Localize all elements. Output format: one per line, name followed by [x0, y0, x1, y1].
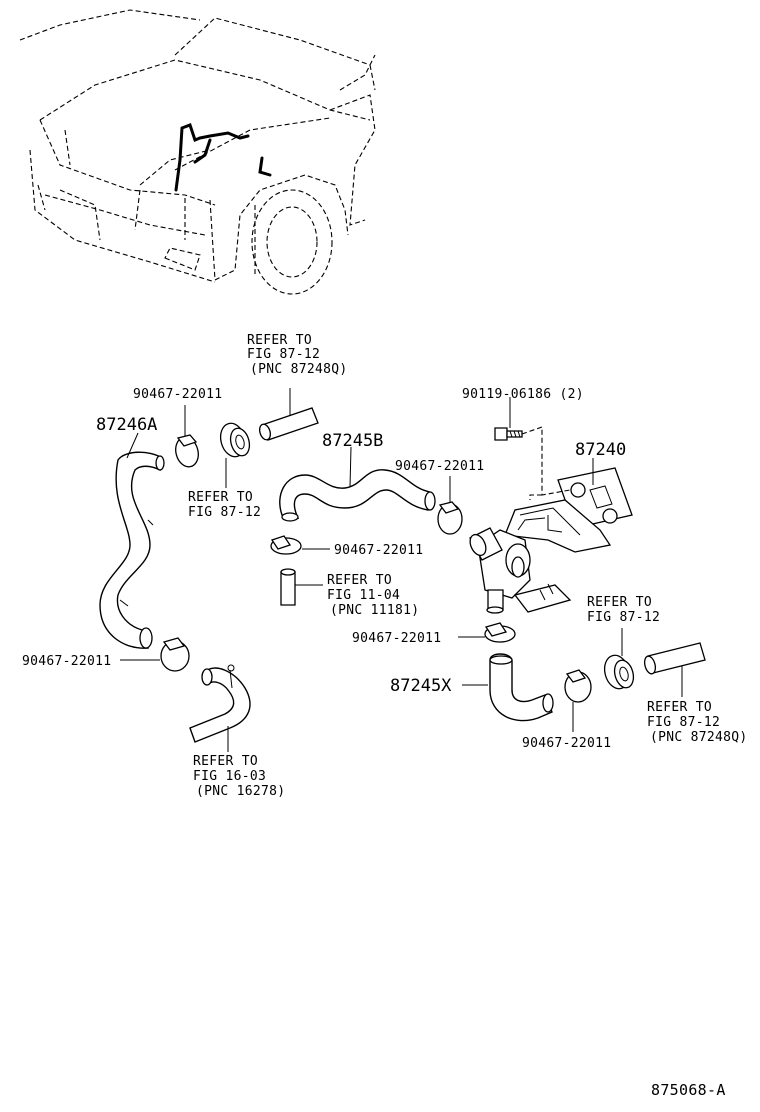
hose-87245x [489, 653, 554, 722]
ref-line-3: (PNC 16278) [196, 784, 285, 799]
ref-line-1: REFER TO [647, 700, 712, 715]
ref-line-3: (PNC 87248Q) [250, 362, 348, 377]
clamp-icon [458, 622, 516, 643]
figure-code: 875068-A [651, 1081, 726, 1099]
clamp-label-center: 90467-22011 [334, 543, 423, 558]
grommet-icon [603, 628, 635, 690]
ref-line-1: REFER TO [327, 573, 392, 588]
grommet-right-refer-label: REFER TO FIG 87-12 [587, 595, 660, 625]
bottom-pipe [189, 664, 251, 752]
bolt-label: 90119-06186 (2) [462, 387, 584, 402]
ref-line-2: FIG 87-12 [247, 347, 320, 362]
clamp-icon [564, 669, 592, 732]
ref-line-2: FIG 87-12 [647, 715, 720, 730]
part-number-87246a: 87246A [96, 415, 157, 435]
center-pipe [280, 568, 323, 606]
center-pipe-refer-label: REFER TO FIG 11-04 (PNC 11181) [327, 573, 419, 618]
ref-line-1: REFER TO [247, 333, 312, 348]
ref-line-2: FIG 87-12 [587, 610, 660, 625]
part-number-87245x: 87245X [390, 676, 452, 696]
hose-87245b [279, 446, 436, 522]
clamp-icon [120, 637, 190, 672]
clamp-label-under-valve: 90467-22011 [352, 631, 441, 646]
ref-line-3: (PNC 11181) [330, 603, 419, 618]
clamp-label-bottom-right: 90467-22011 [522, 736, 611, 751]
ref-line-2: FIG 16-03 [193, 769, 266, 784]
part-number-87240: 87240 [575, 440, 626, 460]
ref-line-1: REFER TO [587, 595, 652, 610]
right-pipe-refer-label: REFER TO FIG 87-12 (PNC 87248Q) [647, 700, 748, 745]
ref-line-2: FIG 11-04 [327, 588, 400, 603]
clamp-icon [270, 535, 330, 555]
clamp-icon [437, 476, 463, 535]
water-valve-87240 [469, 467, 633, 614]
clamp-label-upper-center: 90467-22011 [395, 459, 484, 474]
ref-line-1: REFER TO [188, 490, 253, 505]
part-number-87245b: 87245B [322, 431, 383, 451]
clamp-icon [175, 405, 199, 468]
ref-line-2: FIG 87-12 [188, 505, 261, 520]
ref-line-1: REFER TO [193, 754, 258, 769]
ref-line-3: (PNC 87248Q) [650, 730, 748, 745]
clamp-label-top-left: 90467-22011 [133, 387, 222, 402]
bolt-icon [494, 397, 571, 500]
grommet-left-refer-label: REFER TO FIG 87-12 [188, 490, 261, 520]
clamp-label-bottom-left: 90467-22011 [22, 654, 111, 669]
grommet-icon [219, 422, 251, 488]
vehicle-outline-illustration [19, 9, 376, 295]
hose-87246a [99, 451, 165, 649]
bottom-pipe-refer-label: REFER TO FIG 16-03 (PNC 16278) [193, 754, 285, 799]
top-pipe-refer-label: REFER TO FIG 87-12 (PNC 87248Q) [247, 333, 348, 377]
right-pipe [643, 642, 706, 697]
top-pipe [258, 388, 319, 441]
